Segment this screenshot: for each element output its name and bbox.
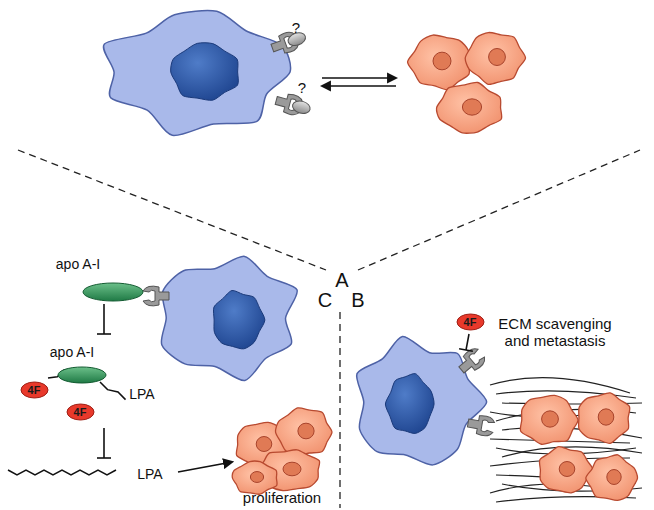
peptide-oval: 4F — [66, 403, 95, 421]
cell-membrane — [539, 447, 593, 493]
annotation: apo A-I — [50, 344, 94, 360]
annotation: LPA — [137, 466, 162, 482]
cell-membrane — [276, 408, 332, 455]
question-mark: ? — [298, 79, 306, 96]
peptide-name: 4F — [456, 313, 485, 331]
cell-nucleus — [250, 472, 263, 483]
macrophage-membrane — [161, 256, 297, 380]
cell-nucleus — [433, 52, 451, 70]
panel-divider — [18, 150, 640, 508]
tumor-cell — [579, 393, 630, 444]
receptor — [466, 413, 495, 437]
apo-a1 — [58, 367, 106, 383]
peptide-oval: 4F — [20, 381, 49, 399]
peptide-oval: 4F — [456, 313, 485, 331]
macrophage-membrane — [103, 11, 290, 136]
tumor-cell — [408, 35, 470, 90]
panel-letter: B — [351, 289, 364, 312]
cell-nucleus — [283, 462, 301, 476]
macrophage — [103, 11, 290, 136]
panel-letter: C — [318, 289, 332, 312]
tumor-cell — [436, 82, 501, 133]
question-mark: ? — [292, 19, 300, 36]
cell-nucleus — [598, 409, 614, 425]
macrophage — [161, 256, 297, 380]
cell-nucleus — [298, 423, 314, 439]
cell-membrane — [408, 35, 470, 90]
receptor — [143, 286, 169, 306]
peptide-name: 4F — [20, 381, 49, 399]
cell-membrane — [586, 455, 638, 501]
receptor — [269, 27, 309, 58]
unknown-ligand — [291, 99, 311, 115]
apo-a1 — [83, 283, 143, 301]
cell-membrane — [436, 82, 501, 133]
nucleus — [213, 290, 264, 348]
cell-nucleus — [559, 462, 575, 477]
annotation: LPA — [129, 386, 154, 402]
receptor — [274, 91, 313, 119]
tumor-cell — [586, 455, 638, 501]
tumor-cell — [539, 447, 593, 493]
tumor-cell — [520, 395, 578, 444]
nucleus — [171, 43, 239, 101]
cell-membrane — [520, 395, 578, 444]
cell-nucleus — [256, 437, 272, 452]
receptor — [455, 346, 488, 378]
inhibition-line — [97, 428, 111, 458]
inhibition-line — [97, 304, 111, 334]
inhibition-line — [459, 334, 473, 351]
annotation: ECM scavenging and metastasis — [490, 315, 620, 350]
cell-nucleus — [489, 49, 506, 66]
panel-letter: A — [335, 269, 348, 292]
cell-membrane — [465, 32, 525, 84]
cell-membrane — [232, 461, 277, 494]
annotation: proliferation — [243, 489, 321, 506]
cell-nucleus — [607, 470, 621, 485]
tumor-cell — [465, 32, 525, 84]
cell-membrane — [579, 393, 630, 444]
nucleus — [385, 374, 434, 434]
tumor-cell — [232, 461, 277, 494]
cell-nucleus — [462, 99, 481, 115]
annotation: apo A-I — [56, 256, 100, 272]
peptide-name: 4F — [66, 403, 95, 421]
lpa-molecule — [8, 470, 116, 475]
ecm-fibers — [490, 378, 642, 502]
double-arrow — [322, 78, 396, 86]
activation-arrow — [178, 462, 232, 472]
tumor-cell — [276, 408, 332, 455]
lpa-molecule — [100, 382, 126, 400]
cell-nucleus — [542, 411, 559, 427]
